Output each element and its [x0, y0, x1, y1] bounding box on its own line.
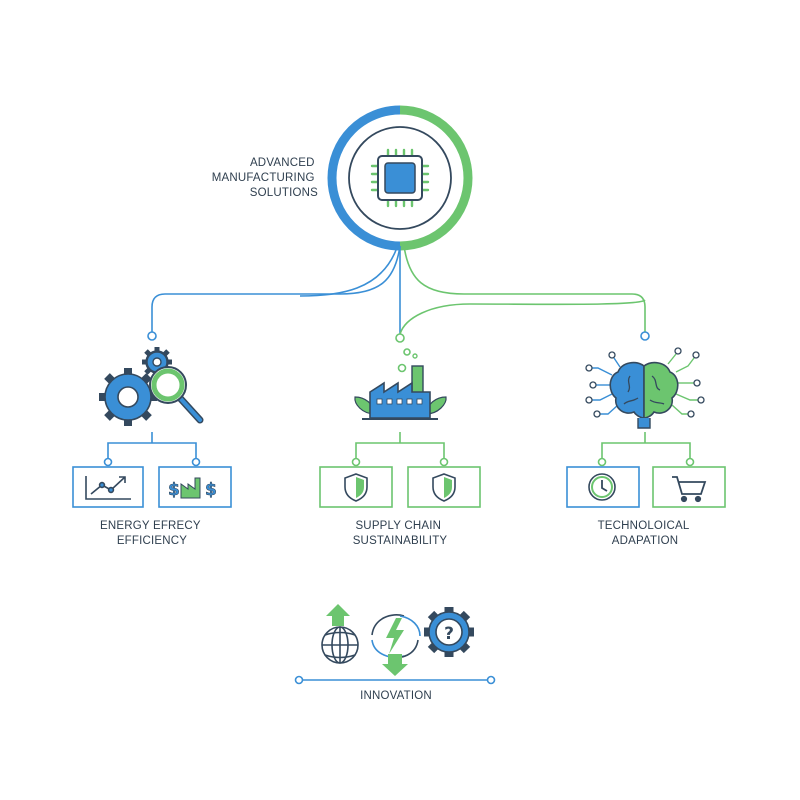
question-gear-icon: ?	[424, 607, 474, 657]
shield-icon	[432, 473, 456, 502]
endpoint-tech	[640, 331, 650, 341]
connector-to-tech	[403, 245, 646, 332]
tech-label: TECHNOLOICAL ADAPATION	[598, 520, 693, 547]
connector-endpoints	[147, 331, 650, 343]
supply-bracket	[351, 432, 449, 467]
endpoint-supply	[395, 333, 405, 343]
circuit-brain-icon	[585, 347, 705, 429]
svg-text:$: $	[205, 480, 217, 500]
connector-to-supply-blue-curve	[299, 249, 397, 297]
shield-icon	[344, 473, 368, 502]
tech-subbox-cart	[652, 466, 726, 508]
energy-label-line-1: ENERGY EFRECY	[100, 520, 201, 532]
tech-label-line-1: TECHNOLOICAL	[598, 520, 690, 532]
line-chart-icon	[85, 476, 131, 500]
hub-label-line-3: SOLUTIONS	[250, 187, 318, 199]
svg-text:?: ?	[444, 624, 454, 644]
hub-connectors	[151, 245, 646, 335]
svg-text:$: $	[168, 480, 180, 500]
innovation-section: ? INNOVATION	[294, 604, 496, 702]
energy-bracket	[103, 432, 201, 467]
tech-bracket	[597, 432, 695, 467]
arrow-up-icon	[326, 604, 350, 626]
hub-node: ADVANCED MANUFACTURING SOLUTIONS	[212, 105, 473, 251]
hub-ring-blue	[327, 105, 401, 251]
energy-subbox-chart	[72, 466, 144, 508]
energy-label-line-2: EFFICIENCY	[117, 535, 187, 547]
supply-label-line-1: SUPPLY CHAIN	[355, 520, 441, 532]
eco-factory-icon	[354, 348, 447, 420]
innovation-line-right-end	[486, 675, 496, 685]
microchip-icon	[370, 148, 430, 208]
branch-tech: TECHNOLOICAL ADAPATION	[566, 347, 726, 547]
connector-supply-green-curve	[399, 299, 646, 335]
shopping-cart-icon	[672, 476, 707, 503]
innovation-label: INNOVATION	[360, 690, 432, 702]
hub-label: ADVANCED MANUFACTURING SOLUTIONS	[212, 157, 318, 199]
supply-label: SUPPLY CHAIN SUSTAINABILITY	[353, 520, 448, 547]
clock-icon	[588, 473, 616, 501]
branch-supply: SUPPLY CHAIN SUSTAINABILITY	[319, 348, 481, 547]
gears-magnifier-icon	[99, 347, 204, 426]
lightning-cycle-icon	[371, 614, 421, 659]
energy-label: ENERGY EFRECY EFFICIENCY	[100, 520, 204, 547]
dollar-factory-icon: $ $	[168, 477, 217, 500]
hub-label-line-1: ADVANCED	[250, 157, 315, 169]
connector-to-energy	[151, 245, 401, 332]
endpoint-energy	[147, 331, 157, 341]
arrow-down-icon	[382, 654, 408, 676]
globe-icon	[321, 626, 359, 664]
branch-energy: $ $ ENERGY EFRECY EFFICIENCY	[72, 347, 232, 547]
supply-label-line-2: SUSTAINABILITY	[353, 535, 448, 547]
hub-label-line-2: MANUFACTURING	[212, 172, 315, 184]
innovation-line-left-end	[294, 675, 304, 685]
tech-label-line-2: ADAPATION	[612, 535, 679, 547]
hub-ring-green	[399, 105, 473, 251]
